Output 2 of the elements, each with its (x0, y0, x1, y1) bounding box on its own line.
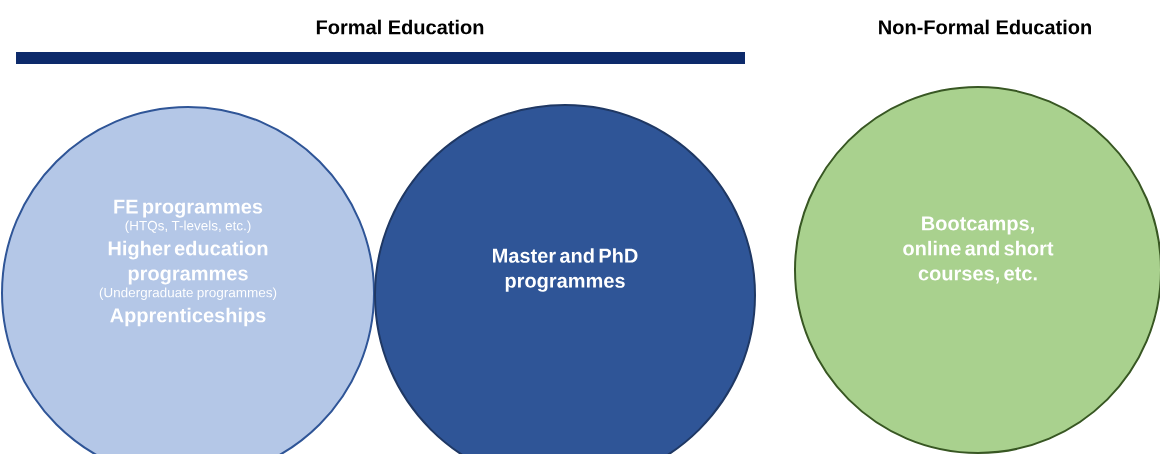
heading: Non-Formal Education (879, 19, 1091, 35)
heading: Formal Education (316, 19, 484, 35)
